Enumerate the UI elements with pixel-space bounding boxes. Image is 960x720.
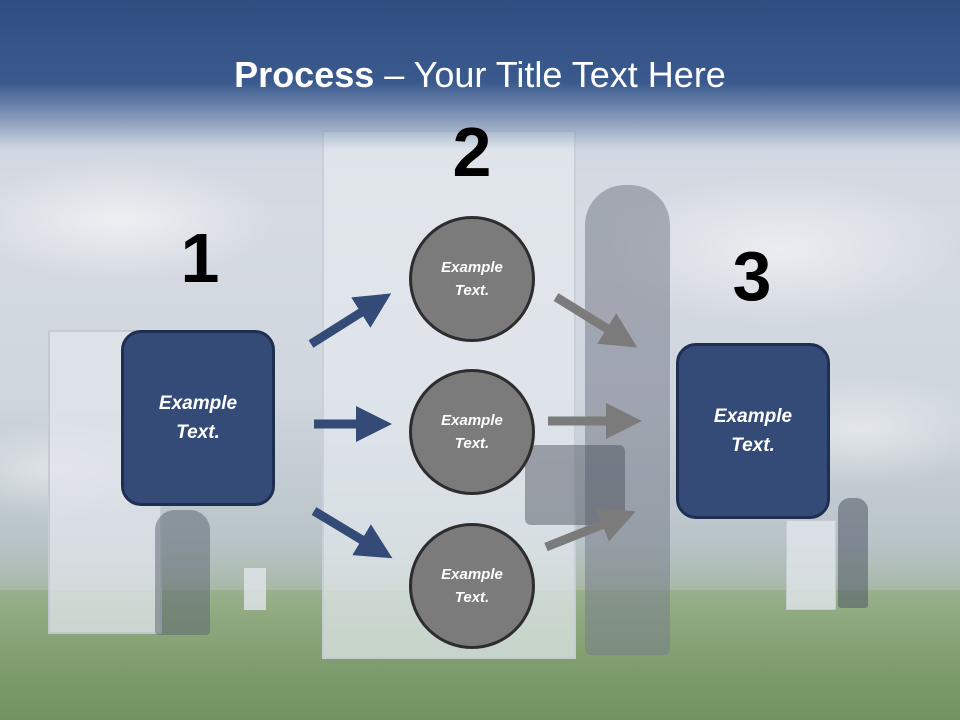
- title-bar: [0, 0, 960, 150]
- arrow-top-to-right: [553, 293, 638, 348]
- step-1-box: Example Text.: [121, 330, 275, 506]
- step-2-circle-top: Example Text.: [409, 216, 535, 342]
- circle-top-text: Example Text.: [441, 259, 503, 299]
- arrow-left-to-top: [308, 293, 392, 348]
- step-number-3: 3: [732, 237, 772, 315]
- title-bold: Process: [234, 54, 375, 95]
- step-2-circle-middle: Example Text.: [409, 369, 535, 495]
- arrow-bot-to-right: [544, 507, 636, 552]
- circle-middle-text: Example Text.: [441, 412, 503, 452]
- step-2-circle-bottom: Example Text.: [409, 523, 535, 649]
- step-1-box-text: Example Text.: [158, 393, 238, 443]
- step-3-box-text: Example Text.: [713, 406, 793, 456]
- step-number-1: 1: [180, 219, 220, 297]
- slide-title: Process – Your Title Text Here: [0, 52, 960, 98]
- title-rest: – Your Title Text Here: [374, 54, 726, 95]
- step-3-box: Example Text.: [676, 343, 830, 519]
- arrow-left-to-bot: [311, 507, 393, 559]
- circle-bottom-text: Example Text.: [441, 566, 503, 606]
- step-number-2: 2: [452, 113, 492, 191]
